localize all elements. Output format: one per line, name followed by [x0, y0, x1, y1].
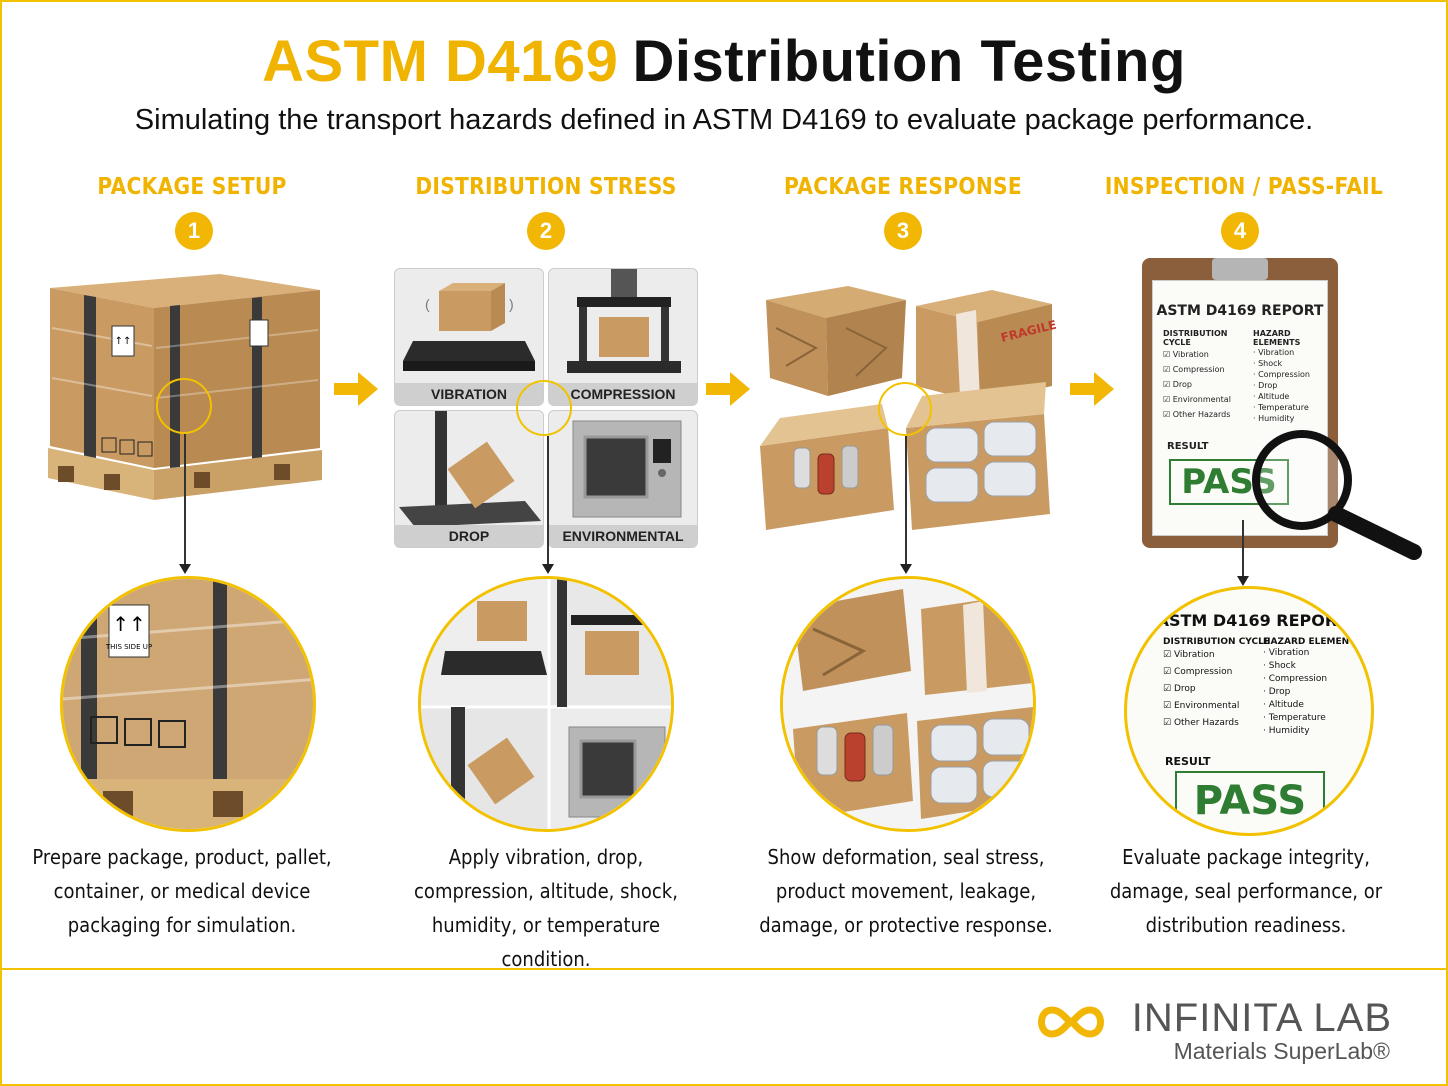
package-setup-zoom: ↑↑ THIS SIDE UP — [60, 576, 316, 832]
step-3-label: PACKAGE RESPONSE — [784, 174, 1022, 200]
cycle-item: ☑ Other Hazards — [1163, 410, 1231, 419]
leader-line — [547, 436, 549, 564]
clipboard: ASTM D4169 REPORT DISTRIBUTION CYCLE ☑ V… — [1142, 258, 1338, 548]
magnifying-glass-icon — [1252, 430, 1422, 560]
leader-arrow-icon — [900, 564, 912, 574]
distribution-cycle-list: DISTRIBUTION CYCLE ☑ Vibration ☑ Compres… — [1163, 329, 1247, 422]
cycle-header: DISTRIBUTION CYCLE — [1163, 329, 1228, 347]
title-main: Distribution Testing — [632, 29, 1186, 94]
zoom-hazard-item: · Shock — [1263, 661, 1296, 671]
pass-stamp: PASS — [1169, 459, 1289, 505]
zoom-indicator-ring — [516, 380, 572, 436]
step-1-description: Prepare package, product, pallet, contai… — [32, 845, 332, 937]
step-3-description: Show deformation, seal stress, product m… — [759, 845, 1053, 937]
svg-text:↑↑: ↑↑ — [115, 336, 132, 347]
environmental-caption: ENVIRONMENTAL — [549, 525, 697, 547]
step-4-label: INSPECTION / PASS-FAIL — [1104, 174, 1384, 200]
cycle-item: ☑ Drop — [1163, 380, 1192, 389]
drop-tile: DROP — [394, 410, 544, 548]
company-logo: INFINITA LAB Materials SuperLab® — [1032, 994, 1392, 1074]
vibration-caption: VIBRATION — [395, 383, 543, 405]
brand-name: INFINITA LAB — [1131, 996, 1392, 1040]
step-4-number: 4 — [1221, 212, 1259, 250]
inspection-zoom: ASTM D4169 REPORT DISTRIBUTION CYCLE ☑ V… — [1124, 586, 1374, 836]
leader-line — [1242, 520, 1244, 576]
hazard-item: · Vibration — [1253, 348, 1295, 357]
leader-line — [184, 434, 186, 564]
step-3-number: 3 — [884, 212, 922, 250]
cycle-item: ☑ Environmental — [1163, 395, 1231, 404]
footer-divider — [2, 968, 1446, 970]
vibration-tile: ( ) VIBRATION — [394, 268, 544, 406]
clipboard-clip — [1212, 258, 1268, 280]
hazard-item: · Altitude — [1253, 392, 1290, 401]
zoom-hazard-item: · Drop — [1263, 687, 1291, 697]
hazard-header: HAZARD ELEMENTS — [1253, 329, 1301, 347]
compression-caption: COMPRESSION — [549, 383, 697, 405]
step-1-number: 1 — [175, 212, 213, 250]
zoom-cycle-item: ☑ Environmental — [1163, 701, 1240, 711]
distribution-stress-zoom — [418, 576, 674, 832]
zoom-indicator-ring — [878, 382, 932, 436]
hazard-item: · Drop — [1253, 381, 1278, 390]
cycle-item: ☑ Compression — [1163, 365, 1225, 374]
report-title: ASTM D4169 REPORT — [1156, 303, 1324, 319]
environmental-tile: ENVIRONMENTAL — [548, 410, 698, 548]
brand-tagline: Materials SuperLab® — [1173, 1038, 1390, 1064]
leader-arrow-icon — [179, 564, 191, 574]
compression-tile: COMPRESSION — [548, 268, 698, 406]
page-subtitle: Simulating the transport hazards defined… — [134, 104, 1314, 136]
drop-caption: DROP — [395, 525, 543, 547]
zoom-hazard-item: · Humidity — [1263, 726, 1310, 736]
step-2-label: DISTRIBUTION STRESS — [415, 174, 677, 200]
package-response-zoom — [780, 576, 1036, 832]
zoom-cycle-list: DISTRIBUTION CYCLE ☑ Vibration ☑ Compres… — [1163, 637, 1273, 732]
test-report-sheet: ASTM D4169 REPORT DISTRIBUTION CYCLE ☑ V… — [1152, 280, 1328, 536]
zoom-cycle-header: DISTRIBUTION CYCLE — [1163, 637, 1270, 647]
leader-arrow-icon — [542, 564, 554, 574]
flow-arrow-icon — [706, 372, 750, 406]
leader-arrow-icon — [1237, 576, 1249, 586]
zoom-report-title: ASTM D4169 REPORT — [1156, 611, 1348, 630]
zoom-hazard-list: HAZARD ELEMENTS · Vibration · Shock · Co… — [1263, 637, 1363, 738]
svg-text:(: ( — [425, 296, 430, 312]
zoom-cycle-item: ☑ Compression — [1163, 667, 1233, 677]
zoom-hazard-item: · Vibration — [1263, 648, 1310, 658]
svg-text:↑↑: ↑↑ — [112, 612, 146, 636]
hazard-item: · Shock — [1253, 359, 1283, 368]
package-response-illustration: FRAGILE — [760, 286, 1056, 530]
infinity-icon — [1038, 1006, 1104, 1038]
zoom-pass-stamp: PASS — [1175, 771, 1325, 833]
zoom-result-label: RESULT — [1165, 755, 1211, 768]
zoom-cycle-item: ☑ Other Hazards — [1163, 718, 1239, 728]
flow-arrow-icon — [334, 372, 378, 406]
hazard-item: · Compression — [1253, 370, 1311, 379]
zoom-hazard-item: · Temperature — [1263, 713, 1326, 723]
zoom-hazard-header: HAZARD ELEMENTS — [1263, 637, 1362, 647]
zoom-hazard-item: · Altitude — [1263, 700, 1304, 710]
hazard-item: · Humidity — [1253, 414, 1295, 423]
zoom-cycle-item: ☑ Drop — [1163, 684, 1196, 694]
hazard-item: · Temperature — [1253, 403, 1309, 412]
cycle-item: ☑ Vibration — [1163, 350, 1209, 359]
hazard-elements-list: HAZARD ELEMENTS · Vibration · Shock · Co… — [1253, 329, 1325, 424]
result-label: RESULT — [1167, 441, 1209, 452]
zoom-hazard-item: · Compression — [1263, 674, 1328, 684]
leader-line — [905, 436, 907, 564]
step-2-description: Apply vibration, drop, compression, alti… — [414, 845, 678, 971]
zoom-indicator-ring — [156, 378, 212, 434]
step-2-number: 2 — [527, 212, 565, 250]
step-4-description: Evaluate package integrity, damage, seal… — [1109, 845, 1383, 937]
svg-text:): ) — [509, 296, 514, 312]
step-1-label: PACKAGE SETUP — [97, 174, 287, 200]
zoom-cycle-item: ☑ Vibration — [1163, 650, 1215, 660]
flow-arrow-icon — [1070, 372, 1114, 406]
svg-text:THIS SIDE UP: THIS SIDE UP — [105, 643, 152, 651]
title-accent: ASTM D4169 — [262, 29, 619, 94]
